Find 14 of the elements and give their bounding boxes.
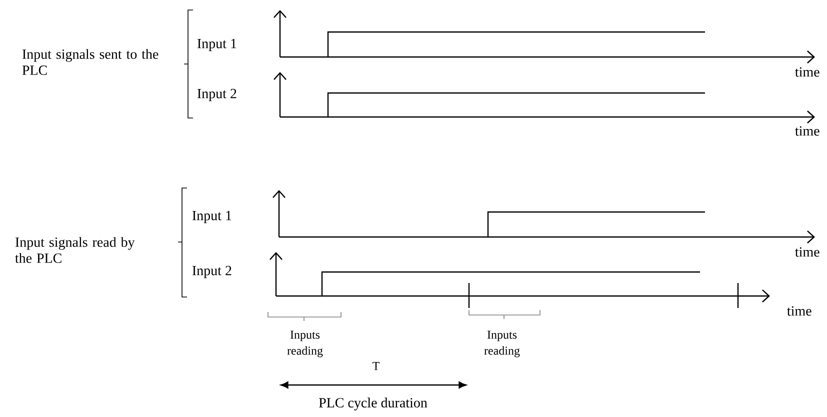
label: time [795, 126, 820, 136]
label: Inputs reading [287, 330, 323, 358]
label: Input signals read by the PLC [15, 237, 135, 263]
label: Inputs reading [484, 330, 520, 358]
label: Input 2 [197, 88, 236, 102]
label: Input 1 [192, 210, 232, 224]
label: time [795, 247, 820, 257]
label: PLC cycle duration [318, 398, 428, 410]
label: time [787, 306, 812, 316]
label: Input 1 [197, 38, 236, 52]
label: Input signals sent to the PLC [22, 49, 158, 75]
label: T [372, 362, 380, 370]
label: Input 2 [192, 266, 232, 278]
label: time [795, 67, 820, 77]
